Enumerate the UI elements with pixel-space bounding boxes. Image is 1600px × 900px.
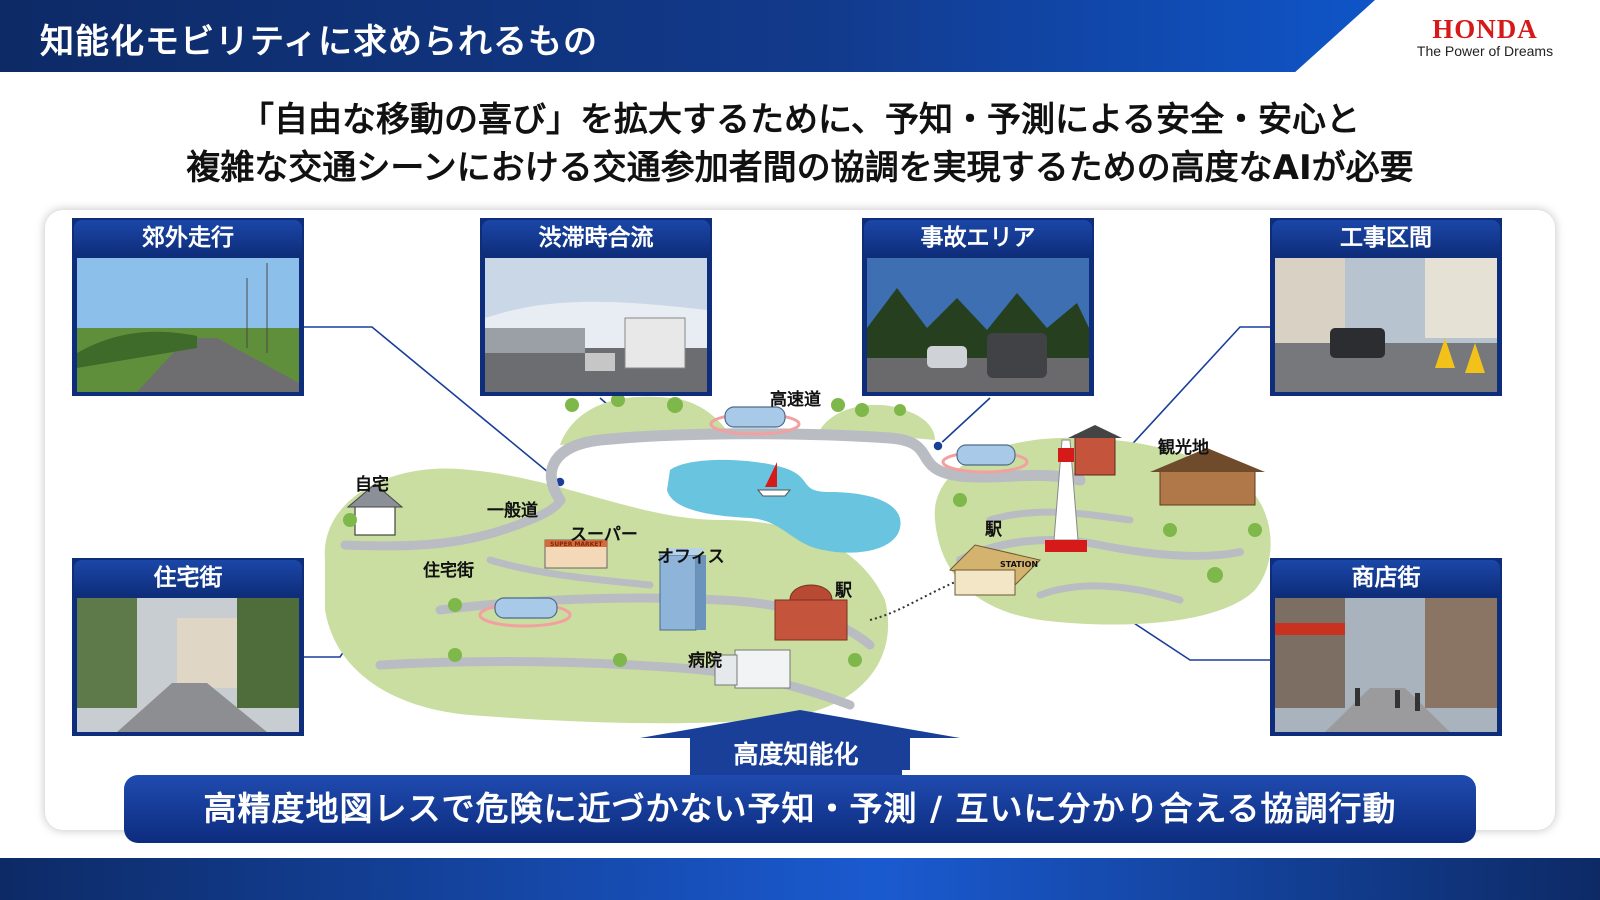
label-residential: 住宅街 [423,561,474,581]
photo-residential-street [77,598,299,732]
headline-line-1: 「自由な移動の喜び」を拡大するために、予知・予測による安全・安心と [240,100,1360,140]
general-road [340,495,565,551]
panel-residential: 住宅街 [72,558,304,736]
advanced-intelligence-label: 高度知能化 [690,734,902,776]
honda-logo-tagline: The Power of Dreams [1416,43,1554,59]
photo-suburban-road [77,258,299,392]
town-road-1 [956,536,1244,564]
label-home: 自宅 [355,475,389,495]
house-home [346,483,404,536]
connector-accident [937,397,991,447]
panel-construction: 工事区間 [1270,218,1502,396]
label-super-sign: SUPER MARKET [550,541,603,548]
summary-banner: 高精度地図レスで危険に近づかない予知・予測 / 互いに分かり合える協調行動 [124,775,1476,843]
station-building-left [774,584,848,641]
sailboat-sail [765,462,777,487]
label-highway: 高速道 [770,390,821,410]
panel-merge-label: 渋滞時合流 [482,220,710,256]
label-station-left: 駅 [835,581,852,601]
slide-title: 知能化モビリティに求められるもの [40,22,598,62]
label-station-right: 駅 [985,520,1002,540]
footer-band [0,858,1600,900]
honda-logo: HONDA The Power of Dreams [1395,14,1575,58]
highway-road [545,428,1086,506]
panel-accident-label: 事故エリア [864,220,1092,256]
supermarket-building [544,539,608,569]
panel-merge: 渋滞時合流 [480,218,712,396]
car-highway-2 [941,444,1029,474]
railway [869,581,956,621]
photo-traffic-merge [485,258,707,392]
city-road-3 [486,556,654,589]
panel-shopping: 商店街 [1270,558,1502,736]
photo-accident-area [867,258,1089,392]
sailboat-hull [756,489,792,497]
label-sightseeing: 観光地 [1158,438,1209,458]
panel-suburban-label: 郊外走行 [74,220,302,256]
station-building-right [949,544,1041,596]
photo-shopping-street [1275,598,1497,732]
label-supermarket: スーパー [570,525,638,545]
temple [1150,448,1265,506]
headline-line-2: 複雑な交通シーンにおける交通参加者間の協調を実現するための高度なAIが必要 [186,148,1414,188]
header-bar: 知能化モビリティに求められるもの HONDA The Power of Drea… [0,0,1600,72]
panel-suburban: 郊外走行 [72,218,304,396]
honda-logo-word: HONDA [1432,14,1538,44]
panel-shopping-label: 商店街 [1272,560,1500,596]
town-road-3 [1036,582,1184,604]
office-tower [659,548,706,631]
car-highway [709,406,801,436]
label-hospital: 病院 [688,651,722,671]
label-office: オフィス [657,547,725,567]
panel-construction-label: 工事区間 [1272,220,1500,256]
headline: 「自由な移動の喜び」を拡大するために、予知・予測による安全・安心と 複雑な交通シ… [0,96,1600,192]
lake [667,459,901,553]
header-band [0,0,1375,72]
pagoda [1068,425,1122,476]
label-station-sign: STATION [1000,560,1039,569]
photo-construction-zone [1275,258,1497,392]
city-road-2 [375,657,855,710]
panel-residential-label: 住宅街 [74,560,302,596]
car-city [478,597,572,628]
panel-accident: 事故エリア [862,218,1094,396]
trees [343,393,1262,667]
connector-suburban [300,326,561,483]
tower-landmark [1045,439,1087,552]
hospital-building [714,649,791,689]
connector-dot [932,440,944,452]
label-general-road: 一般道 [487,501,538,521]
